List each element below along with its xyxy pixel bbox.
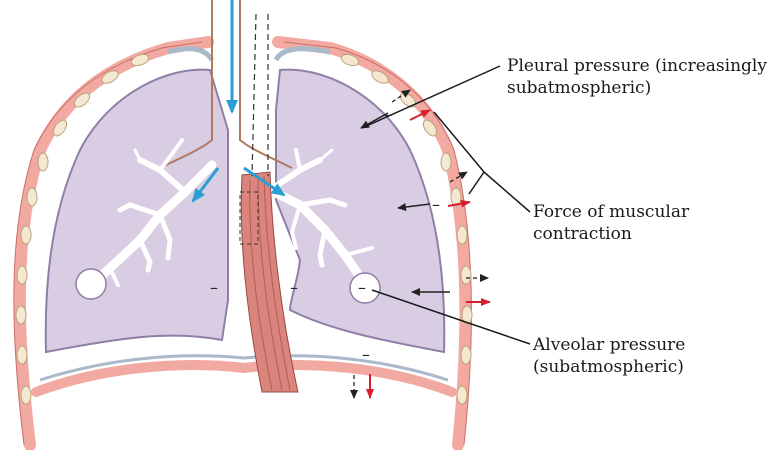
alveolar-pressure-label-line2: (subatmospheric)	[533, 357, 684, 377]
airflow-arrows	[191, 0, 286, 203]
pressure-sign: –	[290, 278, 298, 297]
alveolar-pressure-label: Alveolar pressure (subatmospheric)	[533, 334, 685, 378]
leader-lines	[361, 65, 531, 345]
pleural-arrow-2	[397, 203, 431, 211]
bronchial-tree-left	[90, 138, 217, 287]
alveolus-right	[349, 272, 381, 304]
right-lung	[275, 68, 446, 354]
pressure-sign: –	[210, 278, 218, 297]
pleura	[167, 46, 331, 62]
alveolar-leader	[371, 289, 531, 345]
esophagus	[239, 171, 299, 393]
muscular-force-label-line1: Force of muscular	[533, 202, 690, 222]
pressure-sign: –	[358, 278, 366, 297]
pleural-arrow-1	[360, 112, 389, 129]
pleural-pressure-label-line1: Pleural pressure (increasingly	[507, 56, 767, 76]
airflow-left-arrow	[191, 167, 220, 203]
force-leader-1	[433, 111, 485, 173]
diaphragm	[31, 354, 457, 397]
alveolus-left	[75, 268, 107, 300]
pleural-pressure-label-line2: subatmospheric)	[507, 78, 652, 98]
pressure-sign: –	[384, 105, 392, 124]
pleural-leader	[361, 65, 501, 129]
left-lung	[44, 68, 229, 354]
muscular-force-label-line2: contraction	[533, 224, 632, 244]
esophagus-upper	[251, 13, 269, 177]
outward-arrows	[350, 89, 489, 399]
force-leader-3	[483, 171, 531, 213]
airflow-right-arrow	[243, 166, 286, 197]
force-arrow-2	[447, 199, 471, 208]
pressure-arrows	[360, 112, 450, 296]
ribs	[15, 53, 473, 405]
pleural-pressure-label: Pleural pressure (increasingly subatmosp…	[507, 55, 767, 99]
force-leader-2	[468, 171, 485, 195]
force-arrows	[366, 109, 491, 399]
pressure-sign: –	[432, 195, 440, 214]
muscular-force-label: Force of muscular contraction	[533, 201, 689, 245]
alveolar-pressure-label-line1: Alveolar pressure	[533, 335, 686, 355]
alveoli	[75, 268, 381, 304]
force-arrow-1	[409, 109, 431, 121]
pressure-signs: – – – – – –	[210, 105, 440, 364]
pressure-sign: –	[362, 345, 370, 364]
